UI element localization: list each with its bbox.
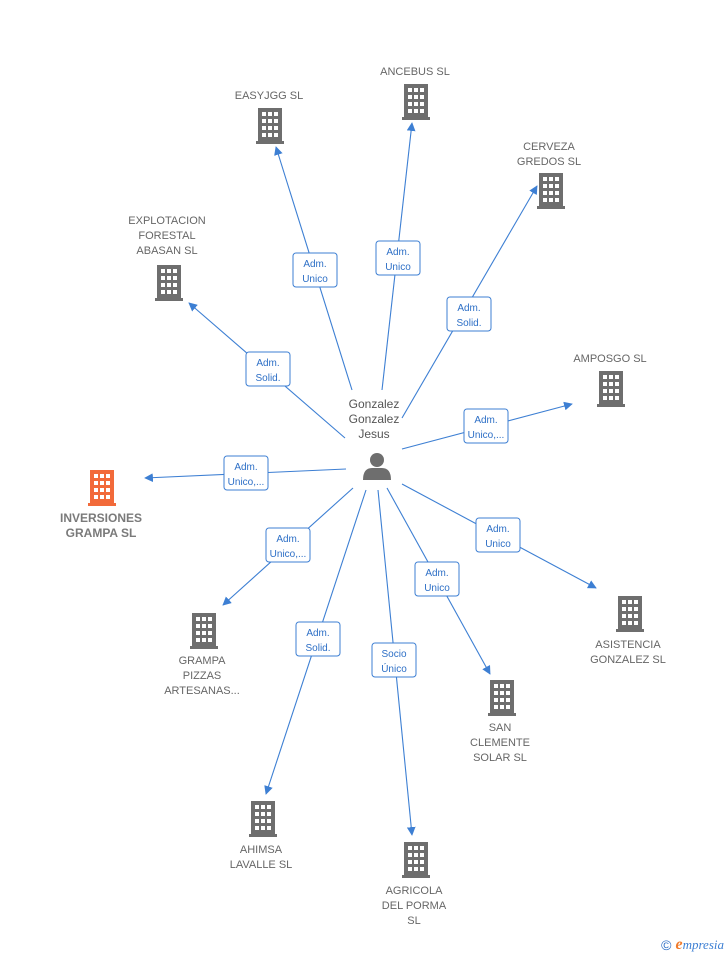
role-text: Adm. [276,534,299,545]
role-badge-ahimsa[interactable]: Adm. Solid. [295,621,341,657]
company-name: GRAMPA SL [66,526,137,540]
role-badge-explotacion[interactable]: Adm. Solid. [245,351,291,387]
role-badge-inversiones[interactable]: Adm. Unico,... [223,455,269,491]
company-name: ASISTENCIA [595,639,661,651]
company-name: SAN [489,722,512,734]
building-icon [155,265,183,301]
company-node-ancebus[interactable]: ANCEBUS SL [380,66,450,120]
person-name: Gonzalez [349,412,400,426]
company-name: ANCEBUS SL [380,66,450,78]
person-name: Gonzalez [349,397,400,411]
company-node-cerveza[interactable]: CERVEZA GREDOS SL [517,141,581,209]
company-name: GREDOS SL [517,156,581,168]
building-icon [190,613,218,649]
company-name: PIZZAS [183,670,222,682]
role-text: Unico,... [228,477,265,488]
company-name: LAVALLE SL [230,859,293,871]
company-node-asistencia[interactable]: ASISTENCIA GONZALEZ SL [590,596,666,666]
company-name: CERVEZA [523,141,575,153]
company-node-explotacion[interactable]: EXPLOTACION FORESTAL ABASAN SL [128,215,206,301]
role-badge-san-clemente[interactable]: Adm. Unico [414,561,460,597]
building-icon [616,596,644,632]
role-text: Solid. [305,643,330,654]
company-name: FORESTAL [138,230,195,242]
role-text: Adm. [386,247,409,258]
role-badge-ancebus[interactable]: Adm. Unico [375,240,421,276]
person-icon [363,453,391,480]
company-node-agricola[interactable]: AGRICOLA DEL PORMA SL [382,842,447,927]
role-text: Unico [302,274,328,285]
building-icon [249,801,277,837]
building-icon [88,470,116,506]
role-text: Adm. [474,415,497,426]
company-name: GONZALEZ SL [590,654,666,666]
role-text: Socio [381,649,406,660]
role-badge-amposgo[interactable]: Adm. Unico,... [463,408,509,444]
role-text: Solid. [456,318,481,329]
role-text: Unico [385,262,411,273]
company-node-grampa[interactable]: GRAMPA PIZZAS ARTESANAS... [164,613,240,697]
company-name: ARTESANAS... [164,685,240,697]
role-text: Adm. [425,568,448,579]
building-icon [488,680,516,716]
role-text: Unico [424,583,450,594]
role-badge-easyjgg[interactable]: Adm. Unico [292,252,338,288]
brand-logo: empresia [675,936,724,953]
building-icon [537,173,565,209]
role-text: Adm. [306,628,329,639]
role-badge-asistencia[interactable]: Adm. Unico [475,517,521,553]
role-text: Unico [485,539,511,550]
company-name: ABASAN SL [136,245,197,257]
copyright-symbol: © [661,937,672,953]
role-text: Adm. [303,259,326,270]
building-icon [256,108,284,144]
company-name: CLEMENTE [470,737,530,749]
role-text: Solid. [255,373,280,384]
building-icon [402,842,430,878]
company-name: AHIMSA [240,844,283,856]
role-badge-grampa[interactable]: Adm. Unico,... [265,527,311,563]
building-icon [597,371,625,407]
company-name: GRAMPA [179,655,227,667]
company-name: DEL PORMA [382,900,447,912]
company-name: SOLAR SL [473,752,527,764]
role-text: Único [381,662,407,675]
role-text: Adm. [256,358,279,369]
company-name: INVERSIONES [60,511,142,525]
person-name: Jesus [358,427,389,441]
role-badge-cerveza[interactable]: Adm. Solid. [446,296,492,332]
building-icon [402,84,430,120]
company-name: AMPOSGO SL [573,353,646,365]
company-name: EXPLOTACION [128,215,205,227]
company-name: EASYJGG SL [235,90,303,102]
company-node-san-clemente[interactable]: SAN CLEMENTE SOLAR SL [470,680,530,764]
role-text: Unico,... [270,549,307,560]
company-name: AGRICOLA [386,885,444,897]
company-node-easyjgg[interactable]: EASYJGG SL [235,90,303,144]
company-node-ahimsa[interactable]: AHIMSA LAVALLE SL [230,801,293,871]
role-text: Unico,... [468,430,505,441]
company-name: SL [407,915,420,927]
brand-watermark: © empresia [661,936,724,954]
role-text: Adm. [234,462,257,473]
company-node-amposgo[interactable]: AMPOSGO SL [573,353,647,407]
role-text: Adm. [457,303,480,314]
role-text: Adm. [486,524,509,535]
